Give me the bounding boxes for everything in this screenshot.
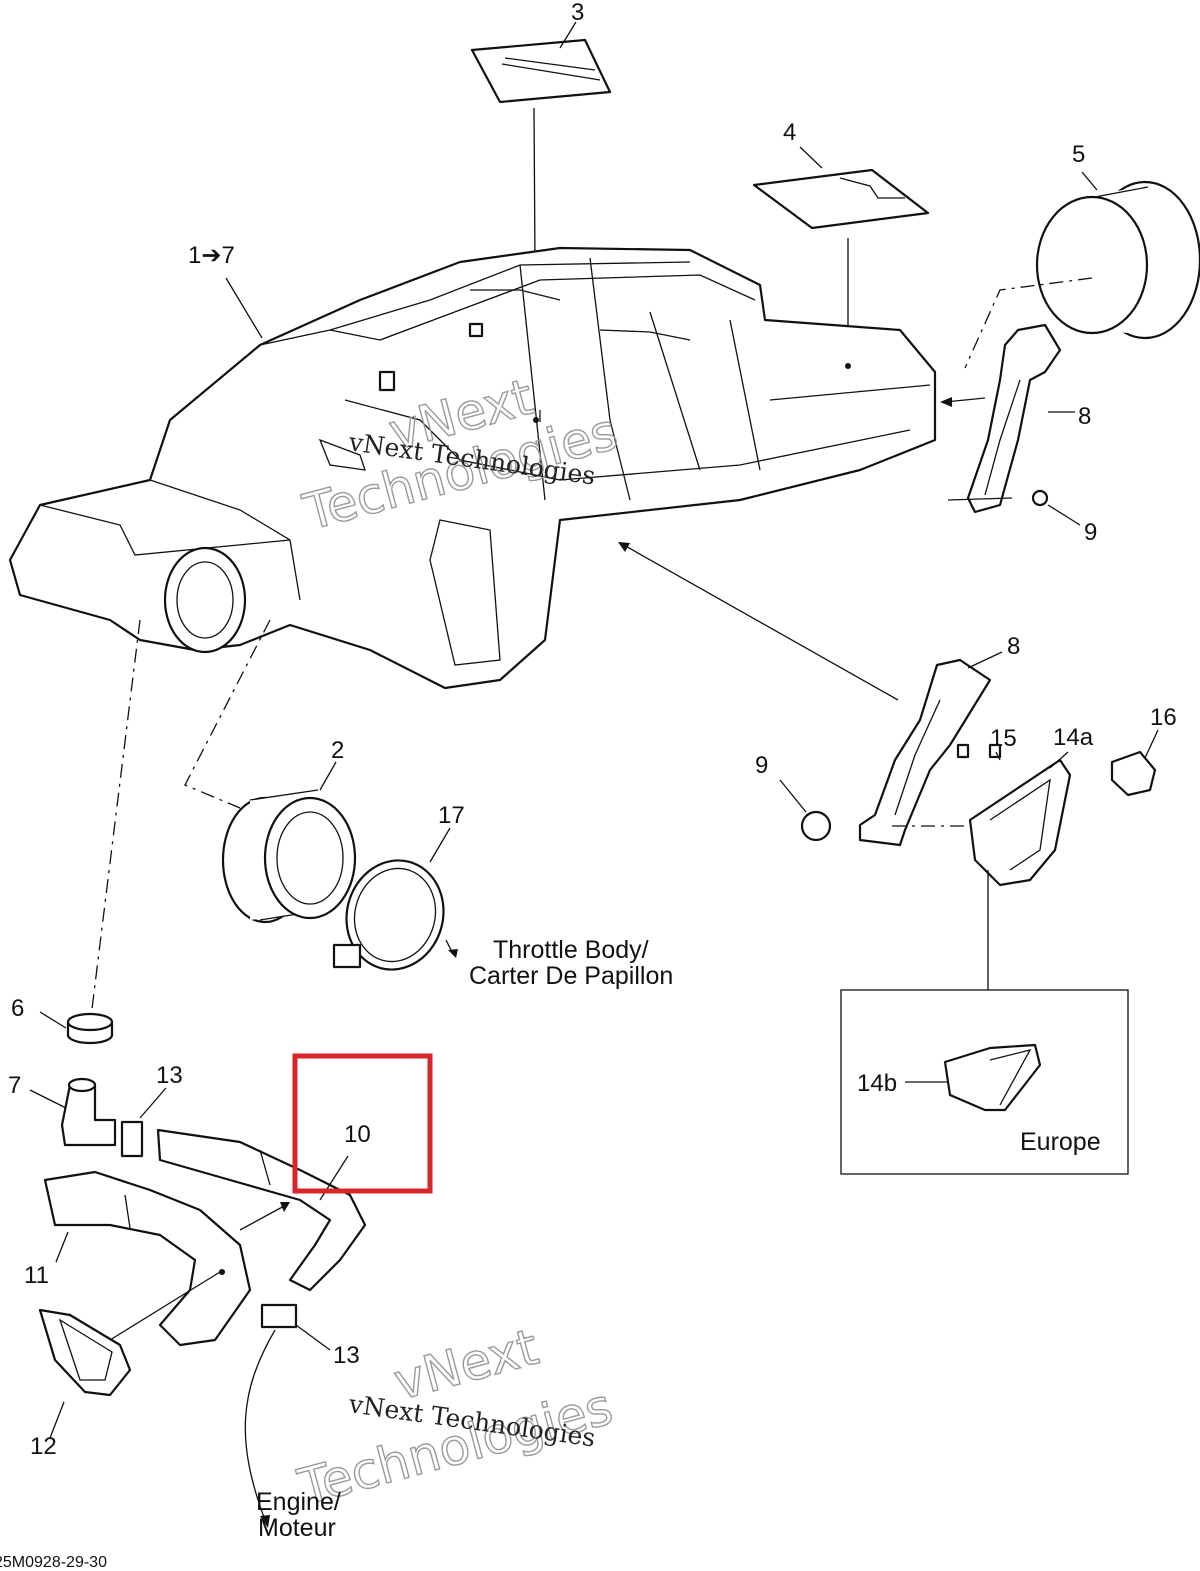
callout-2: 2: [331, 737, 344, 764]
part-15-screws[interactable]: [956, 743, 1002, 759]
callout-6: 6: [11, 995, 24, 1022]
drawing-code: 25M0928-29-30: [0, 1554, 107, 1571]
part-7-elbow[interactable]: [60, 1077, 117, 1147]
callout-13-bottom: 13: [333, 1342, 360, 1369]
part-13-clamp-bottom[interactable]: [260, 1303, 298, 1329]
part-10-hose[interactable]: [156, 1128, 367, 1292]
throttle-body-label-1: Throttle Body/: [493, 936, 649, 964]
callout-12: 12: [30, 1433, 57, 1460]
callout-8-top: 8: [1078, 403, 1091, 430]
part-16-clip[interactable]: [1110, 750, 1157, 797]
callout-8-bottom: 8: [1007, 633, 1020, 660]
callout-4: 4: [783, 119, 796, 146]
part-1-airbox[interactable]: [8, 246, 937, 690]
callout-11: 11: [24, 1262, 49, 1289]
callout-9-top: 9: [1084, 519, 1097, 546]
highlight-box-part-10: [292, 1053, 433, 1194]
callout-7: 7: [8, 1072, 21, 1099]
callout-10: 10: [344, 1121, 371, 1148]
callout-13-top: 13: [156, 1062, 183, 1089]
callout-17: 17: [438, 802, 465, 829]
callout-dot: [219, 1269, 225, 1275]
europe-label: Europe: [1020, 1128, 1101, 1156]
engine-label-2: Moteur: [258, 1514, 336, 1542]
callout-dot: [533, 417, 539, 423]
part-6-grommet[interactable]: [66, 1012, 114, 1045]
part-17-clamp[interactable]: [332, 849, 456, 980]
callout-14b: 14b: [857, 1070, 897, 1097]
callout-14a: 14a: [1053, 724, 1094, 751]
part-5-air-filter[interactable]: [1035, 180, 1200, 340]
part-13-clamp-top[interactable]: [120, 1120, 144, 1158]
part-14a-bracket[interactable]: [968, 758, 1072, 887]
part-11-hose[interactable]: [43, 1170, 252, 1347]
part-8-handle-bottom[interactable]: [858, 658, 992, 847]
callout-dot: [845, 363, 851, 369]
part-9-washer-bottom[interactable]: [800, 810, 832, 842]
part-8-handle-top[interactable]: [966, 323, 1062, 514]
throttle-body-label-2: Carter De Papillon: [469, 962, 673, 990]
part-14b-bracket[interactable]: [943, 1043, 1042, 1112]
part-9-washer-top[interactable]: [1031, 489, 1049, 507]
part-2-adapter[interactable]: [221, 789, 357, 924]
callout-1-to-7: 1➔7: [188, 242, 235, 269]
callout-5: 5: [1072, 141, 1085, 168]
europe-inset-box: [840, 989, 1129, 1175]
part-12-strap[interactable]: [38, 1308, 132, 1397]
callout-16: 16: [1150, 704, 1177, 731]
part-4-decal[interactable]: [752, 168, 930, 230]
part-3-decal[interactable]: [470, 38, 612, 104]
callout-9-bottom: 9: [755, 752, 768, 779]
engine-label-1: Engine/: [256, 1488, 341, 1516]
callout-3: 3: [571, 0, 584, 26]
callout-15: 15: [990, 725, 1017, 752]
